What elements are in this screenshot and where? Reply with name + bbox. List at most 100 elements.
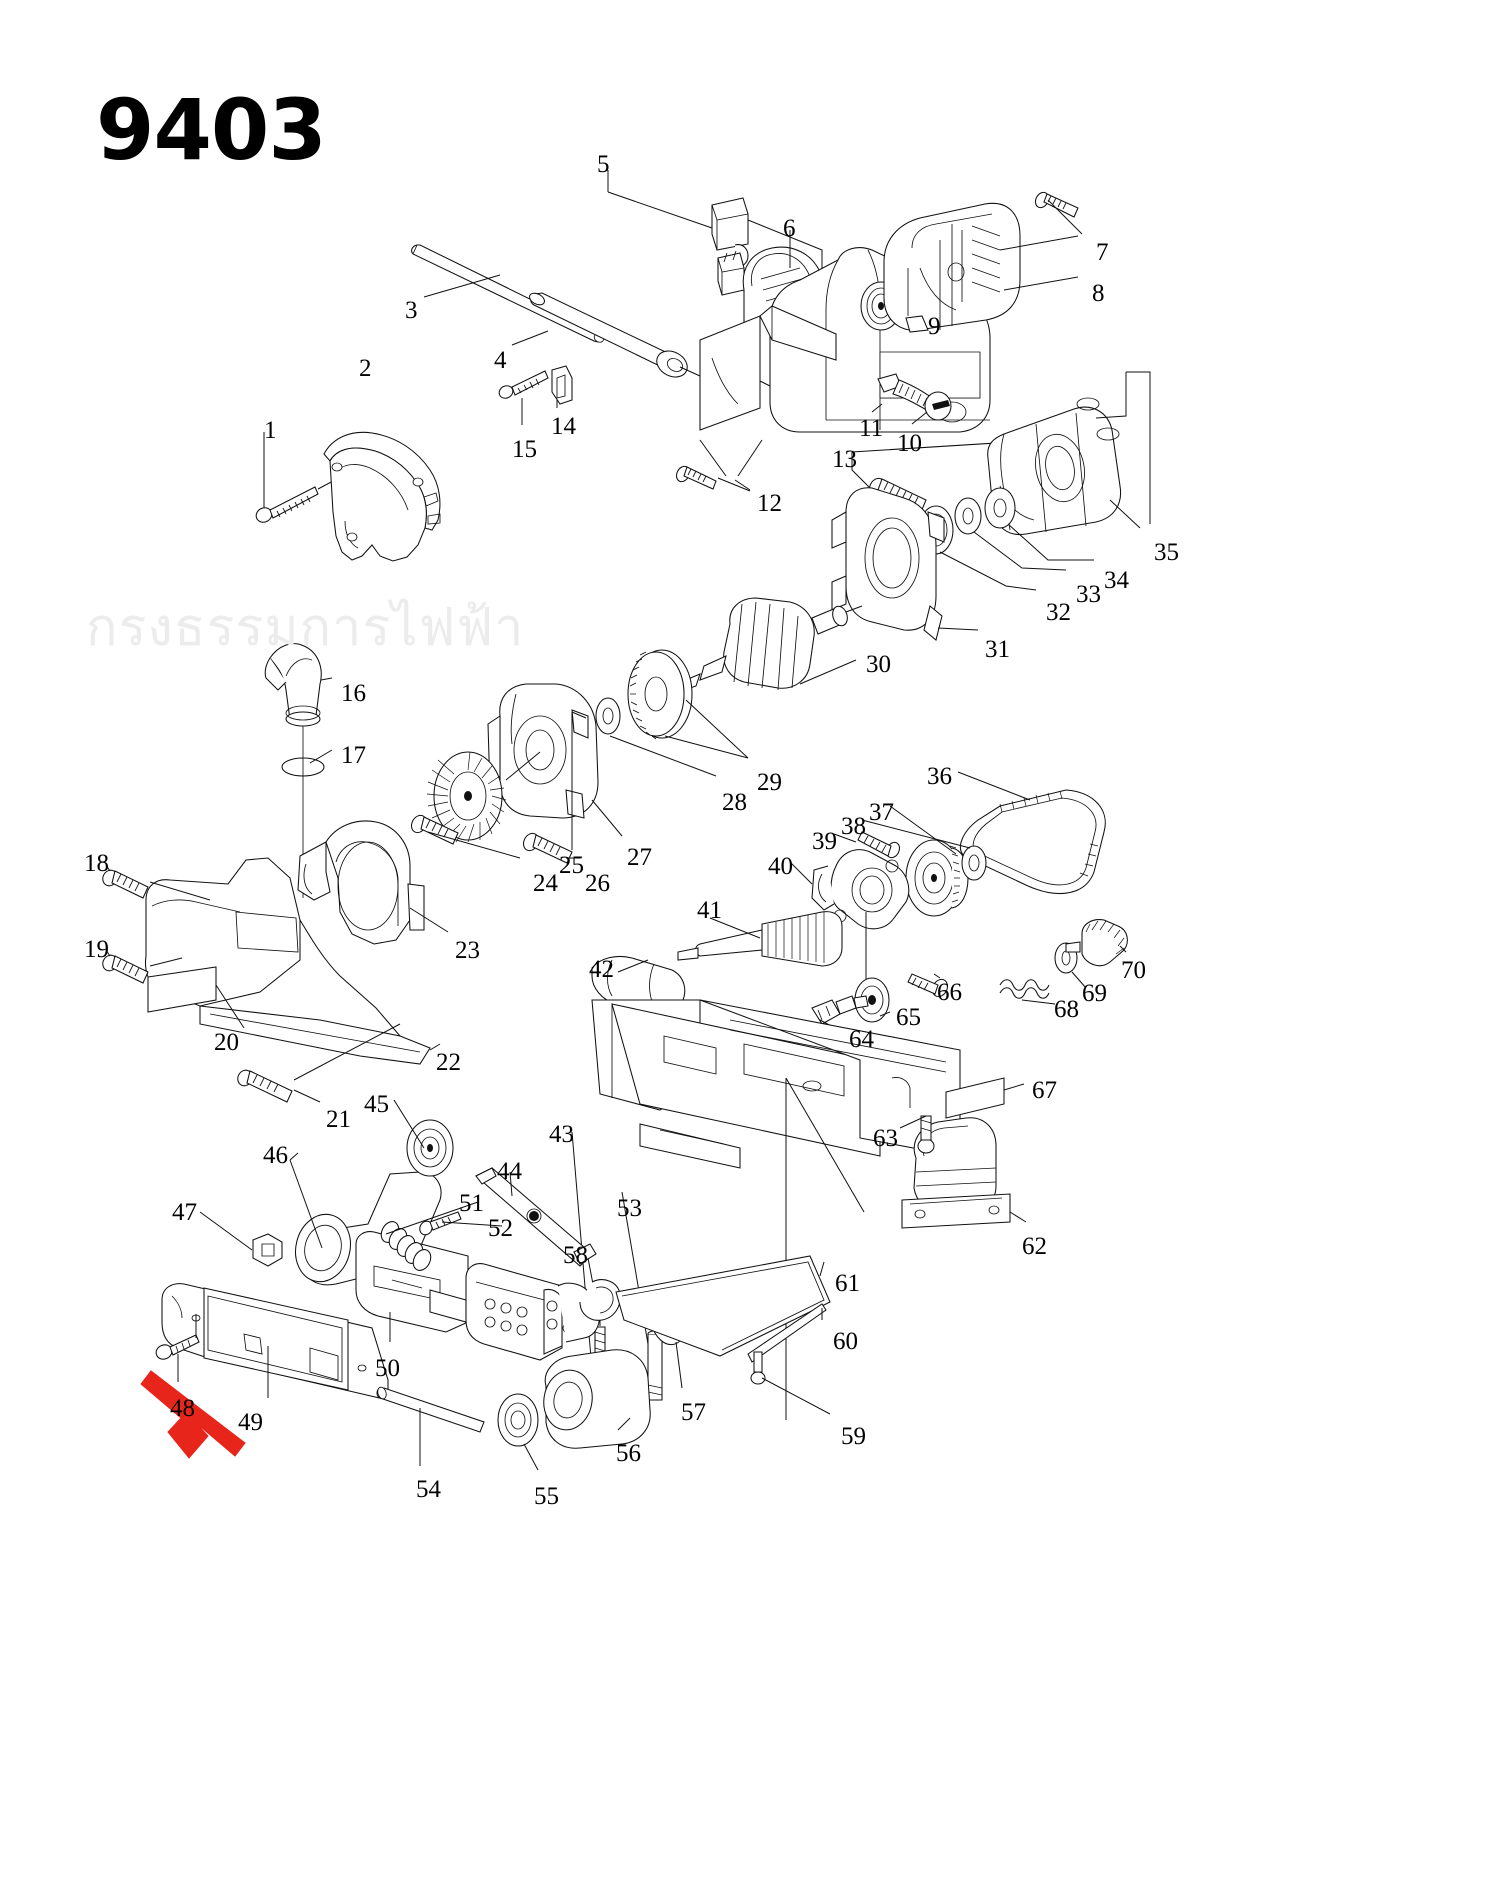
callout-number-6: 6 bbox=[783, 215, 796, 242]
callout-number-18: 18 bbox=[84, 850, 109, 877]
callout-number-34: 34 bbox=[1104, 567, 1129, 594]
callout-number-16: 16 bbox=[341, 680, 366, 707]
callout-number-53: 53 bbox=[617, 1195, 642, 1222]
callout-number-7: 7 bbox=[1096, 239, 1109, 266]
callout-number-25: 25 bbox=[559, 852, 584, 879]
callout-number-32: 32 bbox=[1046, 599, 1071, 626]
part-rod-54 bbox=[376, 1386, 485, 1466]
part-link-44 bbox=[475, 1167, 597, 1267]
part-idler-56 bbox=[543, 1349, 651, 1449]
callout-number-22: 22 bbox=[436, 1049, 461, 1076]
callout-number-59: 59 bbox=[841, 1423, 866, 1450]
part-gear-housing-27 bbox=[487, 683, 623, 850]
callout-number-70: 70 bbox=[1121, 957, 1146, 984]
callout-number-23: 23 bbox=[455, 937, 480, 964]
callout-number-47: 47 bbox=[172, 1199, 197, 1226]
callout-number-62: 62 bbox=[1022, 1233, 1047, 1260]
part-screw-52 bbox=[419, 1211, 503, 1236]
part-washer-38 bbox=[861, 819, 987, 881]
callout-number-19: 19 bbox=[84, 936, 109, 963]
callout-number-64: 64 bbox=[849, 1026, 874, 1053]
callout-number-45: 45 bbox=[364, 1091, 389, 1118]
part-screw-48 bbox=[155, 1314, 200, 1382]
callout-number-58: 58 bbox=[563, 1242, 588, 1269]
callout-number-12: 12 bbox=[757, 490, 782, 517]
callout-number-31: 31 bbox=[985, 636, 1010, 663]
screw-1 bbox=[255, 486, 319, 523]
callout-number-66: 66 bbox=[937, 979, 962, 1006]
part-washer-28 bbox=[595, 697, 717, 777]
part-frame-42 bbox=[591, 955, 961, 1420]
callout-number-60: 60 bbox=[833, 1328, 858, 1355]
callout-number-24: 24 bbox=[533, 870, 558, 897]
part-clamp-23 bbox=[297, 820, 449, 945]
part-fan-24 bbox=[426, 751, 541, 843]
callout-number-54: 54 bbox=[416, 1476, 441, 1503]
part-baseplate-61 bbox=[615, 1255, 831, 1357]
callout-number-21: 21 bbox=[326, 1106, 351, 1133]
callout-number-33: 33 bbox=[1076, 581, 1101, 608]
callout-number-61: 61 bbox=[835, 1270, 860, 1297]
part-lever-50 bbox=[355, 1231, 469, 1342]
part-screw-19 bbox=[102, 949, 183, 984]
callout-number-41: 41 bbox=[697, 897, 722, 924]
callout-number-67: 67 bbox=[1032, 1077, 1057, 1104]
part-bracket-58 bbox=[465, 1257, 600, 1361]
part-snapring-58b bbox=[579, 1279, 621, 1321]
callout-number-26: 26 bbox=[585, 870, 610, 897]
part-roller-shaft-41 bbox=[677, 911, 843, 967]
part-belt-36 bbox=[957, 771, 1106, 894]
callout-number-11: 11 bbox=[859, 415, 884, 442]
part-screw-21 bbox=[237, 1023, 401, 1103]
part-plate-67 bbox=[945, 1077, 1025, 1119]
part-rear-cover-8 bbox=[883, 202, 1079, 333]
callout-number-51: 51 bbox=[459, 1190, 484, 1217]
callout-number-55: 55 bbox=[534, 1483, 559, 1510]
part-screw-59 bbox=[750, 1351, 831, 1415]
part-knob-70 bbox=[1065, 919, 1128, 967]
part-stator-35 bbox=[987, 371, 1151, 536]
part-gear-29 bbox=[627, 649, 749, 759]
callout-number-35: 35 bbox=[1154, 539, 1179, 566]
callout-number-9: 9 bbox=[928, 313, 941, 340]
callout-number-15: 15 bbox=[512, 436, 537, 463]
callout-number-42: 42 bbox=[589, 956, 614, 983]
part-terminal-14 bbox=[551, 365, 573, 408]
part-screw-26 bbox=[522, 832, 580, 864]
callout-number-5: 5 bbox=[597, 151, 610, 178]
part-screw-7 bbox=[1034, 191, 1083, 235]
part-spout-16 bbox=[264, 643, 333, 727]
callout-number-52: 52 bbox=[488, 1215, 513, 1242]
callout-number-13: 13 bbox=[832, 446, 857, 473]
callout-number-4: 4 bbox=[494, 347, 507, 374]
part-screw-63 bbox=[899, 1115, 935, 1154]
callout-number-14: 14 bbox=[551, 413, 576, 440]
page-title: 9403 bbox=[96, 81, 327, 179]
part-screw-39 bbox=[833, 831, 901, 859]
callout-number-1: 1 bbox=[264, 417, 277, 444]
callout-number-44: 44 bbox=[497, 1158, 522, 1185]
callout-number-46: 46 bbox=[263, 1142, 288, 1169]
callout-number-38: 38 bbox=[841, 813, 866, 840]
part-bracket-31 bbox=[831, 487, 979, 641]
callout-number-50: 50 bbox=[375, 1355, 400, 1382]
part-elbow-62 bbox=[901, 1117, 1027, 1229]
part-shaft-4 bbox=[511, 292, 701, 378]
callout-number-56: 56 bbox=[616, 1440, 641, 1467]
part-bearing-45 bbox=[393, 1099, 454, 1177]
part-bearing-55 bbox=[497, 1393, 539, 1471]
callout-number-63: 63 bbox=[873, 1125, 898, 1152]
callout-number-2: 2 bbox=[359, 355, 372, 382]
callout-number-68: 68 bbox=[1054, 996, 1079, 1023]
part-spring-68 bbox=[999, 979, 1056, 1005]
callout-number-28: 28 bbox=[722, 789, 747, 816]
part-screw-15 bbox=[498, 370, 549, 425]
part-strip-60 bbox=[747, 1303, 827, 1363]
callout-number-48: 48 bbox=[170, 1395, 195, 1422]
callout-number-3: 3 bbox=[405, 297, 418, 324]
callout-number-20: 20 bbox=[214, 1029, 239, 1056]
callout-number-39: 39 bbox=[812, 828, 837, 855]
callout-number-69: 69 bbox=[1082, 980, 1107, 1007]
